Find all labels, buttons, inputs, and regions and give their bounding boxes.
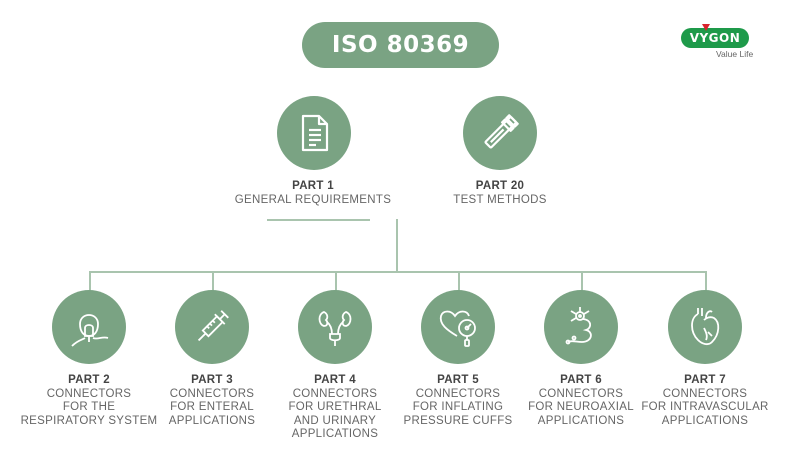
part7-circle: [668, 290, 742, 364]
part-number: PART 20: [475, 180, 525, 192]
part-description: CONNECTORS FOR THE RESPIRATORY SYSTEM: [20, 387, 158, 427]
drop-line-part3: [212, 271, 214, 291]
part7-label: PART 7 CONNECTORS FOR INTRAVASCULAR APPL…: [630, 374, 780, 428]
part-description: CONNECTORS FOR INFLATING PRESSURE CUFFS: [403, 387, 513, 427]
document-icon: [301, 114, 329, 152]
part4-circle: [298, 290, 372, 364]
heart-anatomy-icon: [691, 308, 720, 346]
page-title: ISO 80369: [331, 32, 470, 58]
part5-label: PART 5 CONNECTORS FOR INFLATING PRESSURE…: [393, 374, 523, 428]
logo-badge: VYGON: [681, 28, 749, 48]
part5-circle: [421, 290, 495, 364]
part6-label: PART 6 CONNECTORS FOR NEUROAXIAL APPLICA…: [516, 374, 646, 428]
part4-label: PART 4 CONNECTORS FOR URETHRAL AND URINA…: [270, 374, 400, 442]
part-description: CONNECTORS FOR NEUROAXIAL APPLICATIONS: [528, 387, 634, 427]
part-description: TEST METHODS: [453, 193, 547, 206]
part6-circle: [544, 290, 618, 364]
test-tube-icon: [484, 114, 519, 149]
syringe-icon: [197, 310, 229, 342]
title-pill: ISO 80369: [302, 22, 499, 68]
heart-gauge-icon: [439, 310, 476, 347]
logo-triangle-icon: [702, 24, 710, 31]
drop-line-part4: [335, 271, 337, 291]
part2-label: PART 2 CONNECTORS FOR THE RESPIRATORY SY…: [14, 374, 164, 428]
part1-circle: [277, 96, 351, 170]
logo-tagline: Value Life: [716, 49, 754, 59]
part-description: CONNECTORS FOR URETHRAL AND URINARY APPL…: [288, 387, 382, 441]
part-number: PART 2: [68, 374, 110, 386]
part2-circle: [52, 290, 126, 364]
part-description: CONNECTORS FOR ENTERAL APPLICATIONS: [168, 387, 256, 427]
kidney-icon: [318, 311, 352, 346]
drop-line-part5: [458, 271, 460, 291]
neuron-icon: [565, 307, 592, 345]
drop-line-part7: [705, 271, 707, 291]
part-description: GENERAL REQUIREMENTS: [234, 193, 392, 206]
part-number: PART 5: [437, 374, 479, 386]
vygon-logo: VYGON Value Life: [681, 24, 761, 64]
part-number: PART 1: [292, 180, 334, 192]
part-number: PART 4: [314, 374, 356, 386]
center-vertical-line: [396, 219, 398, 272]
part-number: PART 6: [560, 374, 602, 386]
part3-circle: [175, 290, 249, 364]
part-number: PART 7: [684, 374, 726, 386]
part-number: PART 3: [191, 374, 233, 386]
part1-label: PART 1 GENERAL REQUIREMENTS: [213, 180, 413, 207]
drop-line-part2: [89, 271, 91, 291]
oxygen-mask-icon: [71, 314, 109, 347]
top-connector-line: [267, 219, 370, 221]
part20-label: PART 20 TEST METHODS: [420, 180, 580, 207]
part3-label: PART 3 CONNECTORS FOR ENTERAL APPLICATIO…: [147, 374, 277, 428]
part20-circle: [463, 96, 537, 170]
drop-line-part6: [581, 271, 583, 291]
part-description: CONNECTORS FOR INTRAVASCULAR APPLICATION…: [641, 387, 769, 427]
bottom-connector-line: [89, 271, 706, 273]
